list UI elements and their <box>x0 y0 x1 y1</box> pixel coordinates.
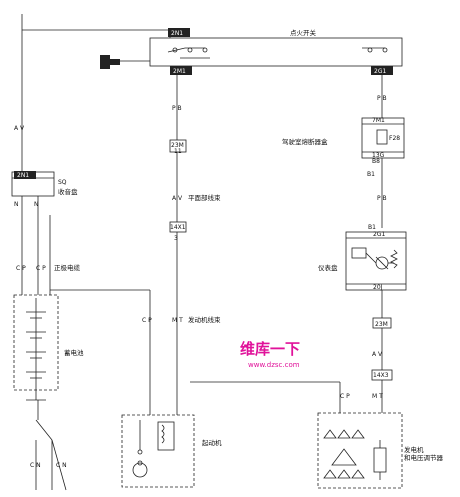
wire-av-left: A V <box>14 125 25 132</box>
wire-n-left: N <box>14 201 19 208</box>
connector-14x1-pin: 3 <box>174 235 178 242</box>
wire-av-right: A V <box>372 351 383 358</box>
ignition-switch-box <box>149 37 403 67</box>
label-ignition-switch: 点火开关 <box>290 28 317 37</box>
instrument-panel <box>345 231 407 291</box>
connector-2g1: 2G1 <box>374 68 386 75</box>
watermark-title: 维库一下 <box>240 340 300 358</box>
generator-box <box>317 412 403 489</box>
connector-14x1: 14X1 <box>170 224 186 231</box>
connector-23m <box>169 139 187 153</box>
connector-2g1-ip: 2G1 <box>373 231 385 238</box>
connector-14x1 <box>169 221 187 233</box>
label-fuse-box: 驾驶室熔断器盒 <box>282 137 328 146</box>
key-icon <box>100 55 120 69</box>
connector-13g: 13G <box>372 152 385 159</box>
fuse-label: F28 <box>389 135 400 142</box>
label-battery-cable: 正极电缆 <box>54 263 81 272</box>
connector-14x3: 14X3 <box>373 372 389 379</box>
wire-cp-left2: C P <box>36 265 46 272</box>
connector-2m1: 2M1 <box>173 68 186 75</box>
wire-cn-bottom: C N <box>30 462 41 469</box>
label-starter: 起动机 <box>202 438 222 447</box>
label-sq-box: 收音盘 <box>58 187 78 196</box>
wire-n-left2: N <box>34 201 39 208</box>
connector-20j: 20J <box>373 284 383 291</box>
wire-cn-bottom2: C N <box>56 462 67 469</box>
wire-cp-mid: C P <box>142 317 152 324</box>
connector-13g-pin: B8 <box>372 158 380 165</box>
wire-cp-left: C P <box>16 265 26 272</box>
label-battery: 蓄电池 <box>64 348 84 357</box>
connector-23m: 23M <box>171 142 184 149</box>
wire-pb-r2: P B <box>377 195 387 202</box>
wire-b1-2: B1 <box>368 224 376 231</box>
wire-cp-right: C P <box>340 393 350 400</box>
label-engine-harness: 发动机线束 <box>188 315 221 324</box>
connector-2n1-sq: 2N1 <box>17 172 29 179</box>
connector-7m1: 7M1 <box>372 117 385 124</box>
starter-box <box>121 414 195 488</box>
wire-av-mid: A V <box>172 195 183 202</box>
label-generator: 发电机和电压调节器 <box>404 445 444 462</box>
label-instrument-panel: 仪表盘 <box>318 263 338 272</box>
wire-pb-mid: P B <box>172 105 182 112</box>
label-dash-harness: 平面部线束 <box>188 193 221 202</box>
fuse-f28 <box>376 129 388 145</box>
fuse-box <box>361 117 405 159</box>
label-sq-code: SQ <box>58 179 67 186</box>
watermark-url: www.dzsc.com <box>248 361 300 369</box>
connector-23m-right: 23M <box>375 321 388 328</box>
connector-2n1-switch: 2N1 <box>171 30 183 37</box>
wire-mt-mid: M T <box>172 317 183 324</box>
connector-23m-pin: 11 <box>174 148 182 155</box>
wire-pb-r1: P B <box>377 95 387 102</box>
wire-b1: B1 <box>367 171 375 178</box>
wire-mt-right: M T <box>372 393 383 400</box>
